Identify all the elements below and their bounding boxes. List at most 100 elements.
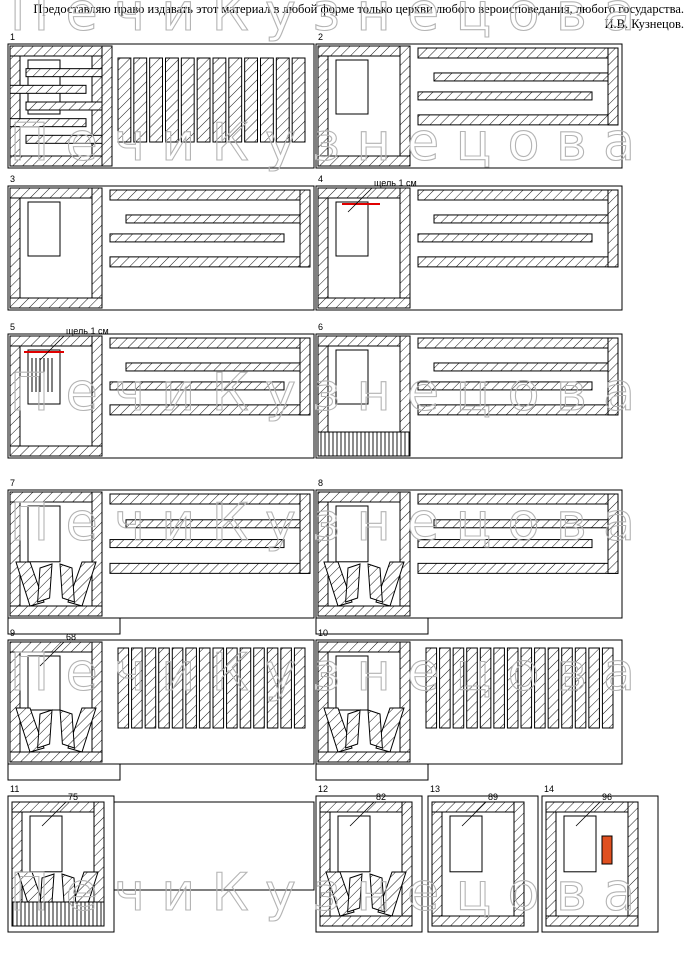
masonry-wall bbox=[317, 155, 411, 167]
masonry-wall bbox=[417, 114, 619, 126]
course-panel-13: 13 89 bbox=[427, 784, 539, 933]
masonry-wall bbox=[101, 45, 113, 167]
firebox-chamber bbox=[335, 201, 369, 257]
brick-strip bbox=[479, 647, 492, 729]
arch-bricks bbox=[15, 561, 97, 607]
course-number: 4 bbox=[318, 174, 323, 184]
masonry-wall bbox=[417, 337, 619, 349]
masonry-wall bbox=[317, 641, 329, 763]
course-panel-12: 12 82 bbox=[315, 784, 423, 933]
panel-outline bbox=[541, 795, 659, 933]
leader-line bbox=[41, 801, 67, 827]
arch-bricks bbox=[323, 707, 405, 753]
masonry-wall bbox=[607, 493, 619, 574]
masonry-wall bbox=[317, 605, 411, 617]
masonry-wall bbox=[109, 256, 311, 268]
masonry-wall bbox=[319, 801, 331, 927]
arch-brick-inner bbox=[37, 709, 53, 749]
brick-strip bbox=[493, 647, 505, 729]
masonry-wall bbox=[317, 491, 329, 617]
author-signature: И.В. Кузнецов. bbox=[604, 17, 684, 31]
masonry-wall bbox=[9, 605, 103, 617]
arch-brick-inner bbox=[347, 873, 363, 913]
masonry-wall bbox=[9, 118, 87, 128]
masonry-wall bbox=[433, 362, 609, 372]
brick-strip bbox=[228, 57, 243, 143]
course-number: 3 bbox=[10, 174, 15, 184]
step-outline bbox=[315, 617, 429, 635]
step-outline bbox=[315, 763, 429, 781]
course-panel-3: 3 bbox=[7, 174, 315, 311]
masonry-wall bbox=[25, 68, 103, 78]
arch-bricks bbox=[323, 561, 405, 607]
course-panel-8: 8 bbox=[315, 478, 623, 635]
masonry-wall bbox=[399, 45, 411, 167]
brick-strip bbox=[601, 647, 614, 729]
brick-strip bbox=[534, 647, 546, 729]
dimension-note: щель 1 см bbox=[66, 326, 109, 336]
copyright-notice: Предоставляю право издавать этот материа… bbox=[33, 2, 684, 16]
brick-strip bbox=[452, 647, 465, 729]
base-course bbox=[11, 901, 105, 927]
firebox-chamber bbox=[27, 505, 61, 563]
arch-brick-inner bbox=[37, 563, 53, 603]
dimension-note: 75 bbox=[68, 792, 78, 802]
firebox-chamber bbox=[335, 349, 369, 405]
dimension-note: 89 bbox=[488, 792, 498, 802]
arch-brick-right bbox=[375, 561, 405, 607]
masonry-wall bbox=[91, 491, 103, 617]
course-number: 8 bbox=[318, 478, 323, 488]
masonry-wall bbox=[417, 256, 619, 268]
masonry-wall bbox=[109, 493, 311, 505]
brick-strip bbox=[253, 647, 265, 729]
masonry-wall bbox=[401, 801, 413, 927]
masonry-wall bbox=[109, 404, 311, 416]
masonry-wall bbox=[125, 362, 301, 372]
masonry-wall bbox=[417, 493, 619, 505]
arch-bricks bbox=[325, 871, 407, 917]
brick-strip bbox=[180, 57, 195, 143]
masonry-wall bbox=[431, 915, 525, 927]
dimension-note: 68 bbox=[66, 632, 76, 642]
course-number: 12 bbox=[318, 784, 328, 794]
masonry-wall bbox=[109, 381, 285, 391]
course-number: 2 bbox=[318, 32, 323, 42]
masonry-wall bbox=[399, 491, 411, 617]
masonry-wall bbox=[9, 751, 103, 763]
arch-brick-right bbox=[375, 707, 405, 753]
masonry-wall bbox=[417, 381, 593, 391]
masonry-wall bbox=[299, 337, 311, 416]
brick-strip bbox=[425, 647, 438, 729]
masonry-wall bbox=[25, 134, 103, 144]
masonry-wall bbox=[125, 214, 301, 224]
masonry-wall bbox=[317, 45, 411, 57]
dimension-note: 82 bbox=[376, 792, 386, 802]
arch-brick-left bbox=[323, 707, 353, 753]
masonry-wall bbox=[399, 187, 411, 309]
panel-outline bbox=[7, 43, 315, 169]
arch-brick-left bbox=[323, 561, 353, 607]
brick-strip bbox=[561, 647, 573, 729]
brick-strip bbox=[158, 647, 170, 729]
brick-strip bbox=[212, 647, 225, 729]
brick-strip bbox=[198, 647, 211, 729]
masonry-wall bbox=[433, 519, 609, 529]
masonry-wall bbox=[9, 297, 103, 309]
empty-course-area bbox=[113, 801, 315, 891]
grate bbox=[31, 358, 53, 392]
leader-line bbox=[39, 335, 65, 361]
leader-line bbox=[461, 801, 487, 827]
course-number: 13 bbox=[430, 784, 440, 794]
masonry-wall bbox=[513, 801, 525, 927]
course-panel-1: 1 bbox=[7, 32, 315, 169]
arch-bricks bbox=[15, 707, 97, 753]
masonry-wall bbox=[299, 189, 311, 268]
firebox-chamber bbox=[27, 201, 61, 257]
arch-brick-right bbox=[67, 561, 97, 607]
firebox-chamber bbox=[27, 655, 61, 711]
brick-strip bbox=[547, 647, 560, 729]
dimension-note: щель 1 см bbox=[374, 178, 417, 188]
masonry-wall bbox=[9, 641, 21, 763]
arch-brick-inner bbox=[345, 563, 361, 603]
panel-outline bbox=[7, 185, 315, 311]
